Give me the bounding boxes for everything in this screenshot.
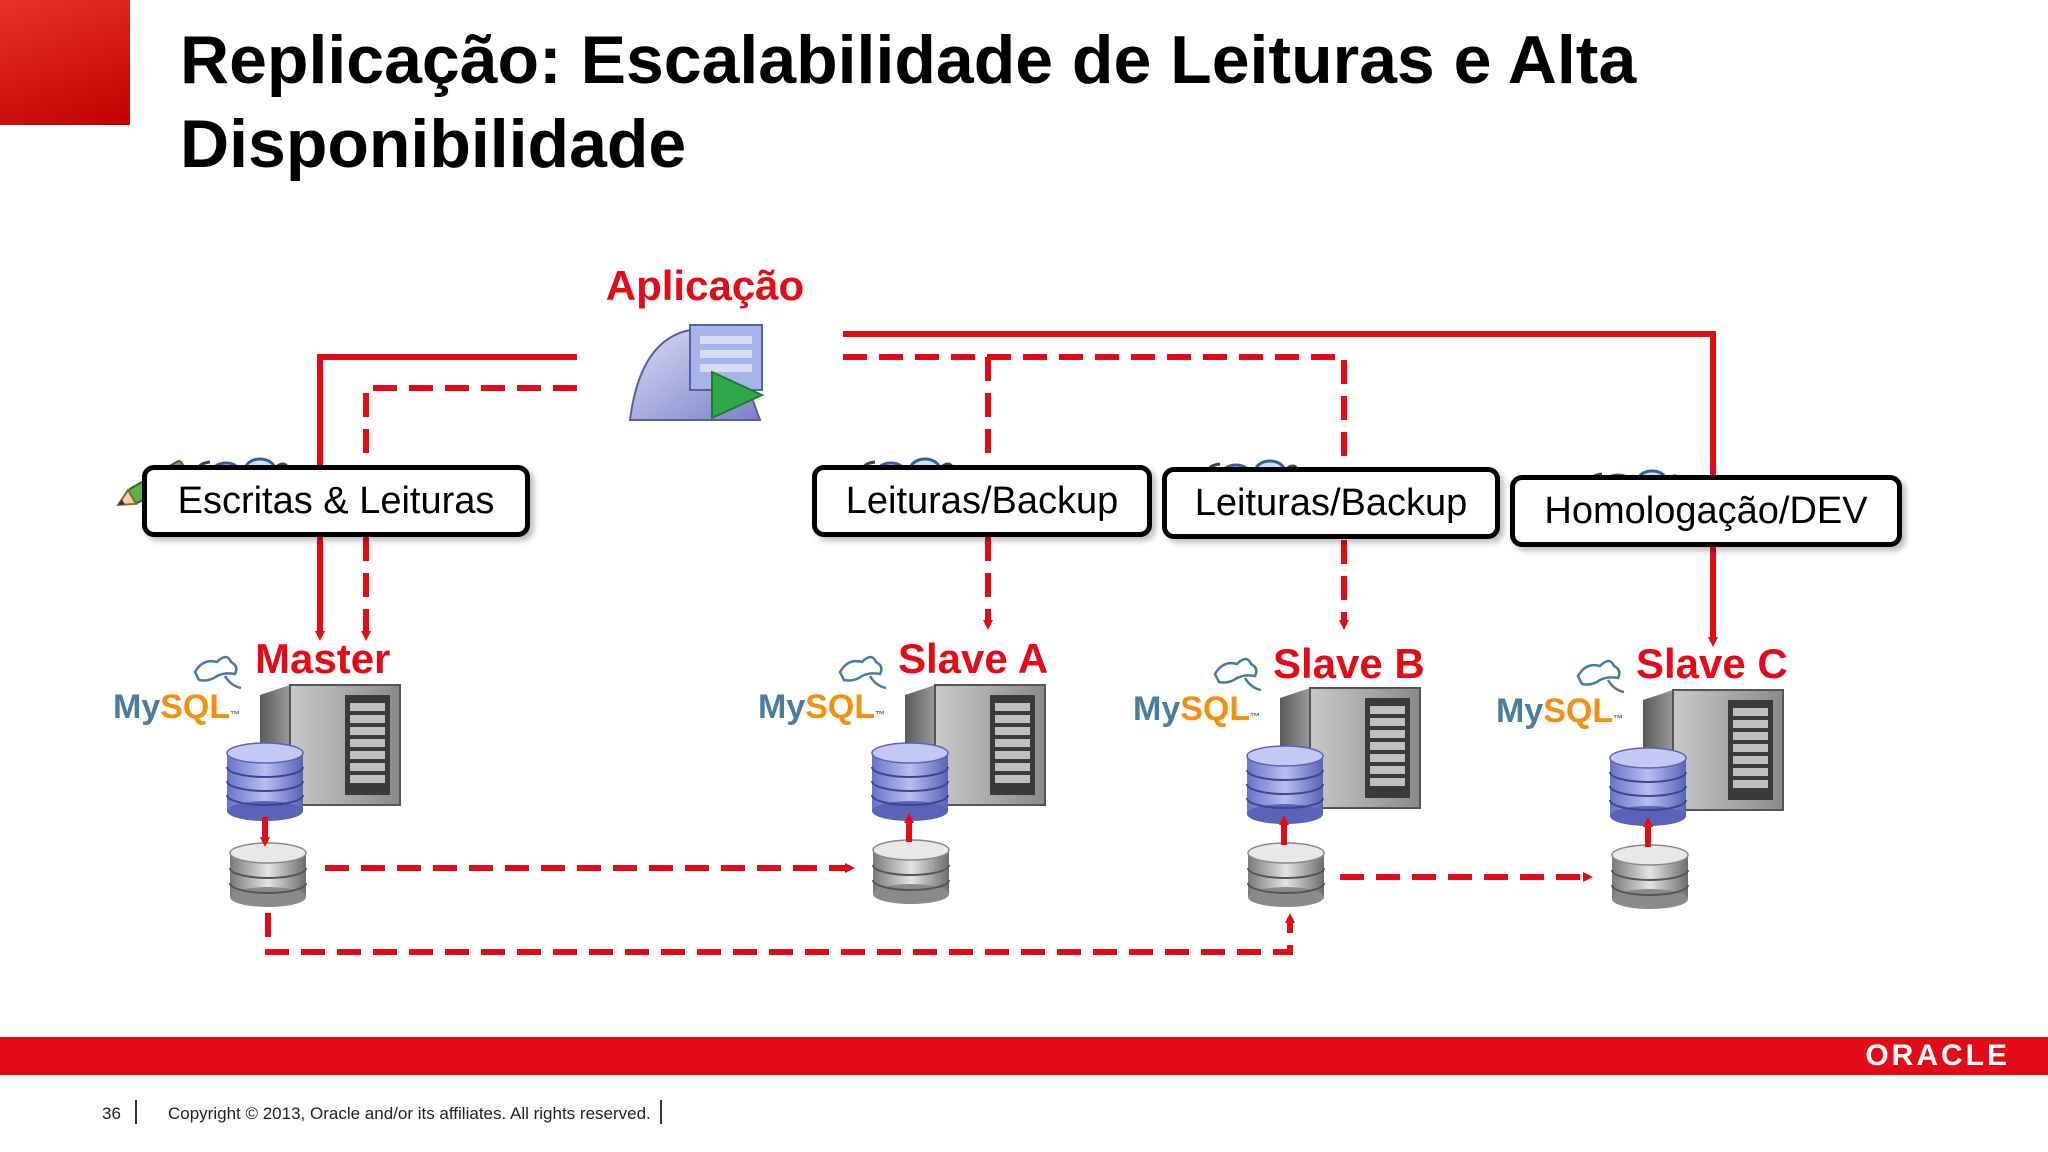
mysql-logo-slave-a: MySQL™: [758, 688, 886, 726]
node-label-slave-b: Slave B: [1273, 640, 1425, 687]
binlog-master: [229, 842, 307, 908]
server-slave-c: [1609, 689, 1784, 827]
brand-corner-block: [0, 0, 130, 125]
slide-title: Replicação: Escalabilidade de Leituras e…: [180, 22, 1637, 182]
mysql-dolphin-icon-slave-b: [1213, 657, 1263, 692]
node-label-master: Master: [255, 635, 391, 682]
relay-log-slave-a: [872, 839, 950, 905]
server-master: [226, 684, 401, 822]
footer-bar: [0, 1037, 2048, 1075]
app-to-slave-b-line: [843, 354, 1349, 630]
node-label-slave-a: Slave A: [898, 635, 1049, 682]
role-box-slave-c: Homologação/DEV: [1510, 475, 1902, 547]
server-slave-b: [1246, 687, 1421, 825]
mysql-logo-slave-b: MySQL™: [1133, 690, 1261, 728]
mysql-logo-slave-c: MySQL™: [1496, 692, 1624, 730]
mysql-logo-master: MySQL™: [113, 688, 241, 726]
app-to-master-reads-line: [361, 385, 577, 641]
copyright-text: Copyright © 2013, Oracle and/or its affi…: [168, 1104, 651, 1123]
master-to-slave-b-replication: [265, 913, 1295, 955]
role-box-slave-a: Leituras/Backup: [812, 465, 1152, 537]
mysql-dolphin-icon-slave-a: [838, 655, 888, 690]
page-number: 36: [102, 1104, 121, 1123]
mysql-dolphin-icon-master: [193, 655, 243, 690]
role-box-slave-b: Leituras/Backup: [1162, 467, 1500, 539]
application-label: Aplicação: [605, 262, 805, 309]
mysql-dolphin-icon-slave-c: [1576, 659, 1626, 694]
node-label-slave-c: Slave C: [1636, 640, 1788, 687]
relay-log-slave-c: [1611, 844, 1689, 910]
log-slave-b: [1247, 842, 1325, 908]
server-slave-a: [871, 684, 1046, 822]
footer-divider: [135, 1100, 137, 1124]
oracle-logo: ORACLE: [1865, 1039, 2010, 1072]
application-icon: [628, 324, 765, 421]
footer-divider-end: [660, 1100, 662, 1124]
role-box-master: Escritas & Leituras: [142, 465, 530, 537]
app-to-master-writes-line: [315, 354, 577, 641]
